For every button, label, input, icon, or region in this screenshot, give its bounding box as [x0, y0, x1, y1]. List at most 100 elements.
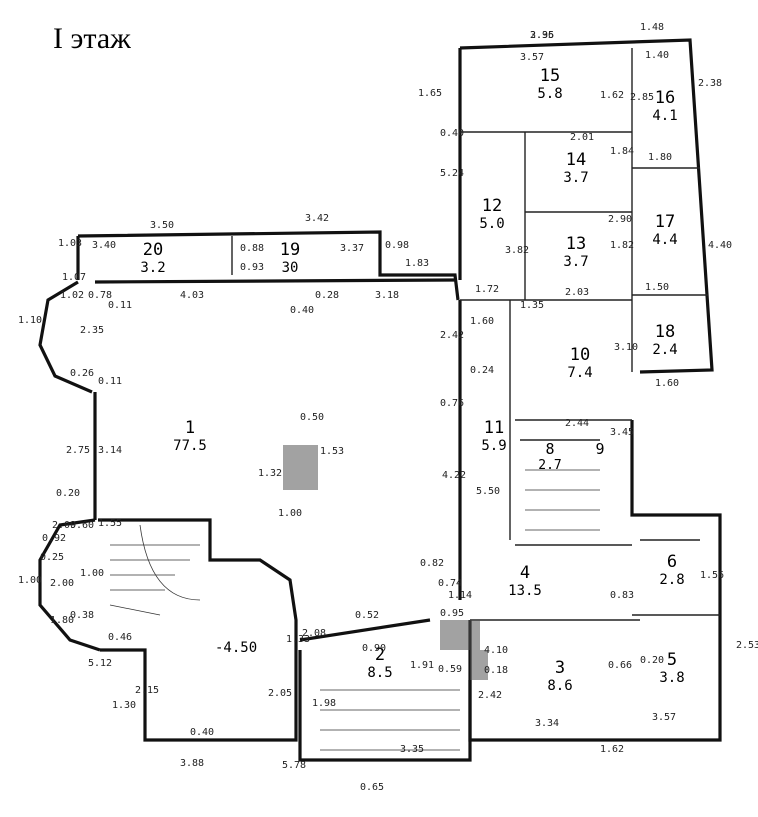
room-14: 14 3.7 [563, 150, 589, 186]
dimension-label: 2.44 [565, 418, 590, 429]
dimension-label: 1.98 [312, 698, 337, 709]
dimension-label: 0.20 [640, 655, 665, 666]
dimension-label: 2.00 [50, 578, 75, 589]
room-3: 3 8.6 [547, 658, 573, 694]
dimension-label: 1.91 [410, 660, 435, 671]
dimension-label: 3.35 [400, 744, 425, 755]
dimension-label: 0.78 [88, 290, 113, 301]
dimension-label: 5.50 [476, 486, 501, 497]
dimension-label: 3.45 [610, 427, 635, 438]
room-20: 20 3.2 [140, 240, 166, 276]
dimension-label: 2.90 [608, 214, 633, 225]
dimension-label: 1.07 [62, 272, 87, 283]
dimension-label: 0.92 [42, 533, 67, 544]
dimension-label: 0.65 [360, 782, 385, 793]
room-8: 8 2.7 [538, 440, 562, 473]
partitions [231, 48, 720, 621]
dimension-label: 3.10 [614, 342, 639, 353]
dimension-label: 3.50 [150, 220, 175, 231]
dimension-label: 0.26 [70, 368, 95, 379]
dimension-label: 3.57 [520, 52, 545, 63]
dimension-label: 3.42 [305, 213, 330, 224]
dimension-label: 4.40 [708, 240, 733, 251]
dimension-label: 1.82 [610, 240, 635, 251]
room-6: 6 2.8 [659, 552, 685, 588]
dimension-label: 0.25 [40, 552, 65, 563]
dimension-label: 0.11 [108, 300, 133, 311]
dimension-label: 1.10 [18, 315, 43, 326]
dimension-label: 1.80 [50, 615, 75, 626]
dimension-label: 1.32 [258, 468, 283, 479]
dimension-label: 2.85 [630, 92, 655, 103]
room-4: 4 13.5 [508, 563, 542, 599]
dimension-label: 1.35 [520, 300, 545, 311]
dimension-label: 4.10 [484, 645, 509, 656]
room-1: 1 77.5 [173, 418, 207, 454]
dimension-label: 1.50 [645, 282, 670, 293]
dimension-label: 0.40 [190, 727, 215, 738]
dimension-label: 1.40 [645, 50, 670, 61]
columns [283, 445, 488, 680]
dimension-label: 3.88 [180, 758, 205, 769]
dimension-label: 4.03 [180, 290, 205, 301]
dimension-label: 2.35 [80, 325, 105, 336]
dimension-label: 0.88 [240, 243, 265, 254]
dimension-label: 1.84 [610, 146, 635, 157]
dimension-label: 1.48 [640, 22, 665, 33]
dimension-label: 5.12 [88, 658, 113, 669]
room-15: 15 5.8 [537, 66, 563, 102]
dimension-label: 0.52 [355, 610, 380, 621]
room-11: 11 5.9 [481, 418, 507, 454]
dimension-label: 0.95 [440, 608, 465, 619]
room-17: 17 4.4 [652, 212, 678, 248]
room-16: 16 4.1 [652, 88, 678, 124]
dimension-label: 1.14 [448, 590, 473, 601]
dimension-label: 0.38 [70, 610, 95, 621]
dimension-label: 3.82 [505, 245, 530, 256]
dimension-label: 0.60 [70, 520, 95, 531]
dimension-label: 4.22 [442, 470, 467, 481]
room-2: 2 8.5 [367, 645, 393, 681]
dimension-label: 5.78 [282, 760, 307, 771]
dimension-label: 2.42 [440, 330, 465, 341]
dimension-label: 1.56 [700, 570, 725, 581]
dimension-label: 0.40 [440, 128, 465, 139]
dimension-label: 2.75 [66, 445, 91, 456]
dimension-label: 2.15 [135, 685, 160, 696]
dimension-label: 3.34 [535, 718, 560, 729]
room-12: 12 5.0 [479, 196, 505, 232]
dimension-label: 3.14 [98, 445, 123, 456]
dimension-label: 1.03 [58, 238, 83, 249]
dimension-label: 1.33 [286, 634, 311, 645]
dimension-label: 3.95 [530, 30, 555, 41]
dimension-label: 3.37 [340, 243, 365, 254]
dimension-label: 0.46 [108, 632, 133, 643]
dimension-label: 0.28 [315, 290, 340, 301]
dimension-label: 1.00 [18, 575, 43, 586]
dimension-label: 3.57 [652, 712, 677, 723]
dimension-label: 0.76 [440, 398, 465, 409]
dimension-label: 0.74 [438, 578, 463, 589]
dimension-label: 0.93 [240, 262, 265, 273]
dimension-label: 1.83 [405, 258, 430, 269]
dimension-label: 0.82 [420, 558, 445, 569]
dimension-label: 0.24 [470, 365, 495, 376]
dimension-label: 1.72 [475, 284, 500, 295]
dimension-label: 1.55 [98, 518, 123, 529]
dimension-label: 2.09 [52, 520, 77, 531]
dimension-label: 3.18 [375, 290, 400, 301]
dimension-label: 1.80 [648, 152, 673, 163]
dimension-label: 3.40 [92, 240, 117, 251]
level-mark: -4.50 [215, 640, 258, 656]
dimension-label: 1.30 [112, 700, 137, 711]
outer-walls [38, 38, 722, 762]
dimension-label: 1.00 [278, 508, 303, 519]
room-13: 13 3.7 [563, 234, 589, 270]
dimension-label: 1.62 [600, 90, 625, 101]
staircase [109, 469, 600, 751]
dimension-label: 0.40 [290, 305, 315, 316]
dimension-label: 0.83 [610, 590, 635, 601]
dimension-label: 2.53 [736, 640, 758, 651]
dimension-label: 5.24 [440, 168, 465, 179]
